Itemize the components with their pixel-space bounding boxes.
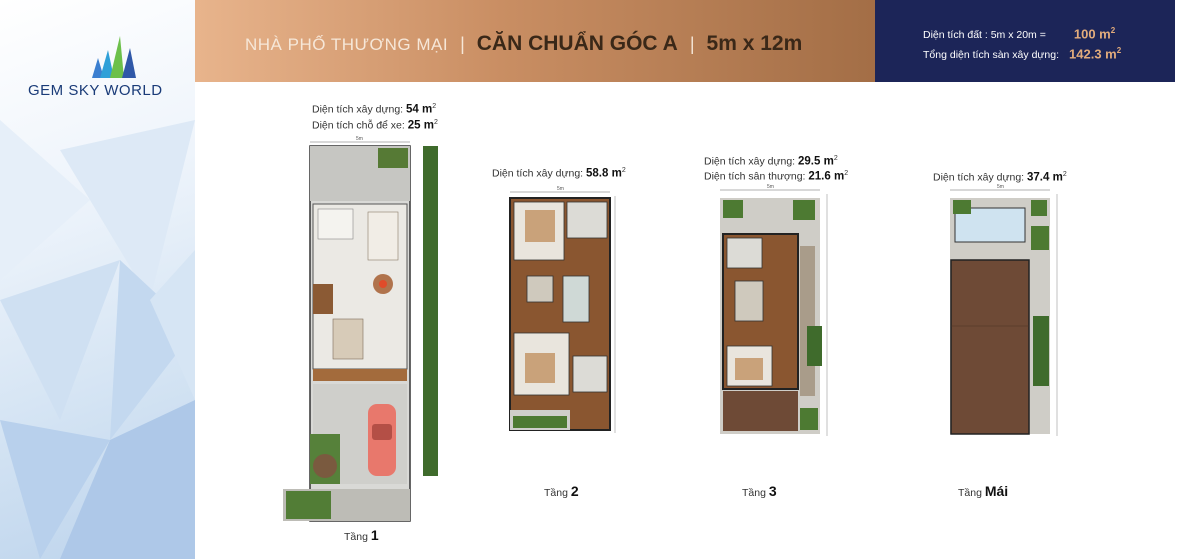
floor1-caption-build-area: Diện tích xây dựng: 54 m2	[312, 103, 437, 116]
brand-name: GEM SKY WORLD	[28, 82, 163, 99]
floor2-dimension-label: 5m	[557, 186, 564, 192]
floor2-caption-build-area: Diện tích xây dựng: 58.8 m2	[492, 167, 626, 180]
floor3-label: Tầng 3	[742, 483, 777, 499]
floor3-plan: 5m	[720, 184, 828, 436]
roof-caption-build-area: Diện tích xây dựng: 37.4 m2	[933, 171, 1067, 184]
land-area-label: Diện tích đất : 5m x 20m =	[923, 29, 1046, 42]
roof-plan: 5m	[950, 184, 1058, 436]
header-unit-type: CĂN CHUẨN GÓC A	[476, 32, 678, 55]
header-right-strip	[1175, 0, 1200, 82]
header-category: NHÀ PHỐ THƯƠNG MẠI	[245, 35, 449, 54]
header-unit-size: 5m x 12m	[706, 32, 803, 55]
floor3-caption-terrace-area: Diện tích sân thượng: 21.6 m2	[704, 170, 849, 183]
roof-dimension-label: 5m	[997, 184, 1004, 190]
floor3-dimension-label: 5m	[767, 184, 774, 190]
header-separator: |	[460, 34, 465, 54]
roof-label: Tầng Mái	[958, 483, 1009, 499]
floor-area-label: Tổng diện tích sàn xây dựng:	[923, 49, 1060, 62]
sidebar-background: GEM SKY WORLD	[0, 0, 195, 559]
floor2-plan: 5m	[509, 186, 616, 433]
sidebar-pattern	[0, 120, 195, 559]
floor-area-value: 142.3 m2	[1069, 46, 1122, 62]
title-banner: NHÀ PHỐ THƯƠNG MẠI | CĂN CHUẨN GÓC A | 5…	[195, 0, 875, 82]
floor2-label: Tầng 2	[544, 483, 579, 499]
floor3-caption-build-area: Diện tích xây dựng: 29.5 m2	[704, 155, 838, 168]
brand-logo: GEM SKY WORLD	[28, 32, 188, 99]
header-separator: |	[689, 34, 695, 54]
floor1-plan: 5m	[283, 136, 438, 522]
floor1-dimension-label: 5m	[356, 136, 363, 142]
floor1-label: Tầng 1	[344, 527, 379, 543]
logo-mark-icon	[90, 32, 140, 80]
land-area-value: 100 m2	[1073, 26, 1116, 42]
area-info-panel: Diện tích đất : 5m x 20m = 100 m2 Tổng d…	[875, 0, 1175, 82]
floor1-caption-parking-area: Diện tích chỗ để xe: 25 m2	[312, 119, 438, 132]
